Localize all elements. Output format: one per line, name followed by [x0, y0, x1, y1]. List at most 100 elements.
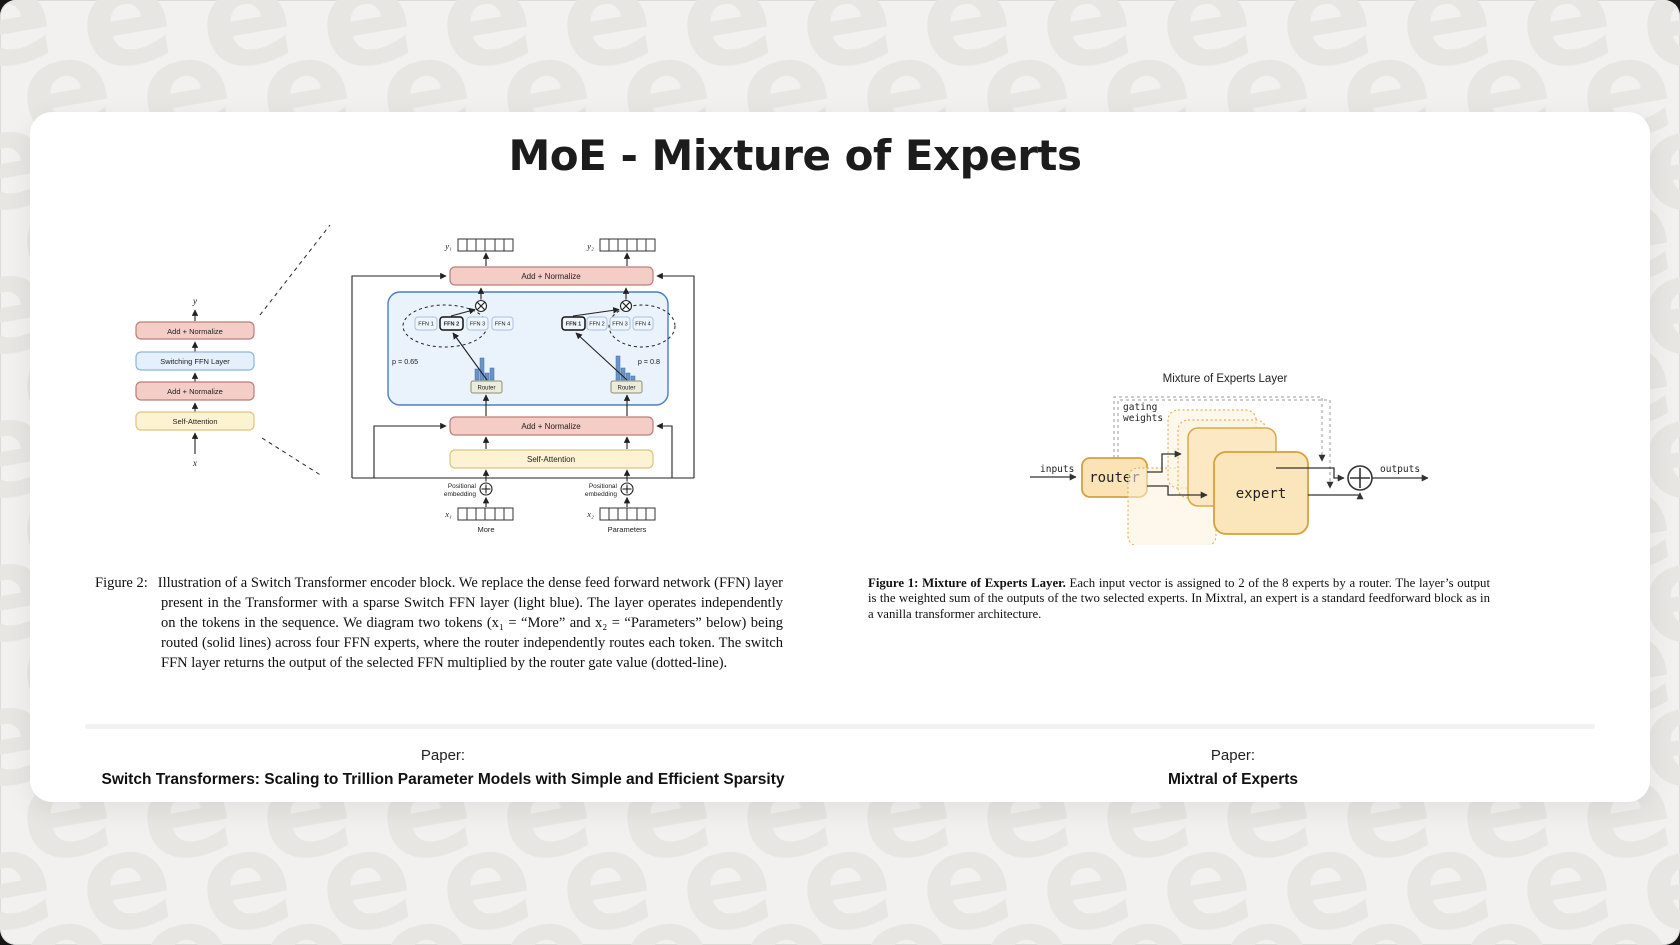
gating-label: weights — [1123, 413, 1163, 424]
ffn4-label: FFN 4 — [495, 322, 511, 328]
ffn3-label: FFN 3 — [612, 322, 628, 328]
add-normalize-label: Add + Normalize — [167, 387, 223, 396]
y1-label: y₁ — [444, 241, 452, 251]
arrow — [450, 307, 476, 317]
positional-label: embedding — [444, 491, 477, 498]
moe-diagram-title: Mixture of Experts Layer — [1163, 373, 1288, 385]
gate-loop-right — [608, 304, 676, 348]
positional-label: Positional — [589, 483, 618, 490]
route-arrow — [452, 332, 488, 381]
add-normalize-top-label: Add + Normalize — [521, 272, 581, 281]
ffn2-label: FFN 2 — [589, 322, 605, 328]
encoder-stack: y Add + Normalize Switching FFN Layer Ad… — [135, 224, 331, 477]
sum-node — [1347, 465, 1373, 491]
positional-embedding — [479, 469, 634, 507]
figure2-caption-text: Illustration of a Switch Transformer enc… — [157, 574, 783, 671]
ffn4-label: FFN 4 — [635, 322, 651, 328]
gating-path-2 — [1117, 399, 1334, 489]
positional-embedding-labels: Positional embedding Positional embeddin… — [444, 483, 618, 498]
route-arrow-2 — [1147, 485, 1208, 499]
stack-output-label: y — [192, 296, 197, 306]
skip-left-outer — [351, 272, 447, 478]
add-normalize-box — [135, 321, 255, 340]
zoom-connector-top — [259, 224, 331, 316]
gate-multipliers — [450, 287, 633, 317]
arrow — [572, 307, 620, 317]
skip-left-inner — [373, 422, 447, 478]
figure1-caption-text: Each input vector is assigned to 2 of th… — [868, 575, 1490, 621]
add-normalize-top-box — [449, 266, 654, 286]
positional-label: Positional — [448, 483, 477, 490]
expert-front-box — [1213, 451, 1309, 535]
y1-vector-cells — [457, 238, 514, 252]
route-arrow-1 — [1147, 450, 1182, 473]
self-attention-label: Self-Attention — [172, 417, 217, 426]
ffn1-selected-box — [561, 316, 586, 331]
left-paper-reference: Paper: Switch Transformers: Scaling to T… — [73, 746, 813, 790]
ffn2-selected-box — [439, 316, 464, 331]
router-label: router — [1089, 470, 1140, 486]
router-label: Router — [477, 386, 495, 392]
input-tokens: x₁ x₂ More Parameters — [444, 507, 656, 534]
gating-label: gating — [1123, 402, 1157, 413]
section-divider — [85, 724, 1595, 729]
gating-weights-label: gating weights — [1123, 402, 1163, 424]
output-line-2 — [1308, 492, 1364, 500]
page-title: MoE - Mixture of Experts — [508, 131, 1082, 180]
switch-transformer-diagram: y Add + Normalize Switching FFN Layer Ad… — [135, 224, 695, 534]
skip-right-inner — [656, 422, 673, 478]
outputs-label: outputs — [1380, 464, 1420, 475]
add-normalize-label: Add + Normalize — [167, 327, 223, 336]
y2-vector-cells — [599, 238, 656, 252]
router-box — [610, 380, 643, 394]
ffn-experts-token1: FFN 1 FFN 2 FFN 3 FFN 4 — [414, 316, 514, 331]
expert-label: expert — [1236, 486, 1287, 502]
token2-word: Parameters — [608, 525, 647, 534]
router-label: Router — [617, 386, 635, 392]
router-histogram-left — [474, 357, 495, 381]
positional-label: embedding — [585, 491, 618, 498]
figure1-caption-label: Figure 1: Mixture of Experts Layer. — [868, 575, 1066, 590]
gate-prob-left: p = 0.65 — [392, 357, 418, 366]
right-paper-reference: Paper: Mixtral of Experts — [1033, 746, 1433, 790]
skip-right-outer — [656, 272, 695, 478]
x2-label: x₂ — [586, 509, 594, 519]
ffn-experts-token2: FFN 1 FFN 2 FFN 3 FFN 4 — [561, 316, 654, 331]
figure1-caption: Figure 1: Mixture of Experts Layer. Each… — [868, 576, 1490, 622]
self-attention-label: Self-Attention — [527, 455, 575, 464]
route-arrow — [575, 332, 628, 381]
figure2-caption-label: Figure 2: — [95, 574, 148, 591]
zoom-connector-bottom — [261, 437, 323, 477]
add-normalize-bottom-box — [449, 416, 654, 436]
moe-layer-diagram: Mixture of Experts Layer gating weights … — [1030, 373, 1429, 545]
expert-output-lines — [1276, 467, 1364, 500]
skip-connections — [351, 272, 695, 479]
token1-word: More — [477, 525, 494, 534]
switching-ffn-layer-box — [135, 351, 255, 371]
paper-label: Paper: — [1210, 747, 1256, 764]
output-tokens: y₁ y₂ — [444, 238, 656, 266]
ffn3-label: FFN 3 — [470, 322, 486, 328]
ffn2-label: FFN 2 — [444, 322, 460, 328]
figure2-caption: Figure 2: Illustration of a Switch Transf… — [95, 573, 783, 673]
slide-card: MoE - Mixture of Experts y Add + Normali… — [30, 112, 1650, 802]
x2-vector-cells — [599, 507, 656, 521]
switching-ffn-layer-label: Switching FFN Layer — [160, 357, 230, 366]
add-normalize-box — [135, 381, 255, 401]
x1-vector-cells — [457, 507, 514, 521]
inputs-label: inputs — [1040, 464, 1074, 475]
stack-input-label: x — [192, 458, 197, 468]
self-attention-box — [135, 411, 255, 431]
paper-title: Switch Transformers: Scaling to Trillion… — [101, 770, 785, 788]
output-line-1 — [1276, 467, 1345, 482]
gating-weight-paths — [1113, 396, 1334, 489]
ffn1-label: FFN 1 — [566, 322, 582, 328]
routers: Router Router — [452, 332, 643, 394]
router-to-expert-arrows — [1147, 450, 1208, 499]
add-normalize-bottom-label: Add + Normalize — [521, 422, 581, 431]
ffn1-label: FFN 1 — [418, 322, 434, 328]
expert-stack: expert — [1127, 409, 1309, 545]
self-attention-box — [449, 449, 654, 469]
router-box — [470, 380, 503, 394]
